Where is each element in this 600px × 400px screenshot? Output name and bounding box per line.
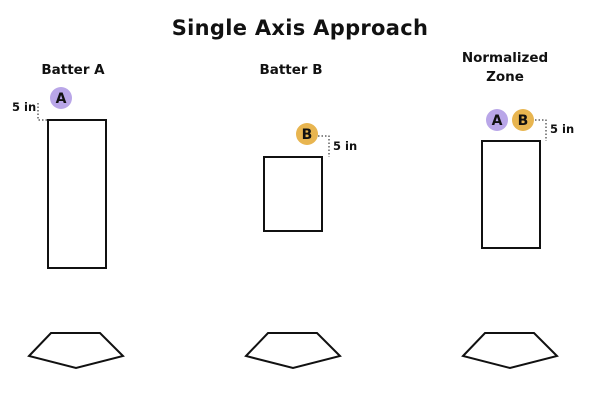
ball-marker-a-normalized <box>486 109 508 131</box>
ball-marker-a-normalized-label: A <box>492 113 503 129</box>
panel-label-batter-b: Batter B <box>259 62 323 78</box>
offset-label-normalized: 5 in <box>550 122 574 136</box>
strike-zone-normalized <box>481 140 541 249</box>
ball-marker-a-label: A <box>56 91 67 107</box>
panel-batter-a: 5 in A <box>12 87 125 370</box>
panel-label-batter-a: Batter A <box>41 62 105 78</box>
diagram-title: Single Axis Approach <box>171 16 429 40</box>
offset-label-batter-b: 5 in <box>333 139 357 153</box>
strike-zone-batter-a <box>47 119 107 269</box>
ball-marker-b-normalized <box>512 109 534 131</box>
ball-marker-b-label: B <box>302 127 313 143</box>
panel-batter-b: 5 in B <box>244 123 357 370</box>
offset-bracket-batter-a <box>37 103 48 121</box>
ball-marker-b-normalized-label: B <box>518 113 529 129</box>
home-plate-normalized <box>461 332 559 370</box>
panel-normalized-zone: 5 in A B <box>461 109 574 370</box>
offset-label-batter-a: 5 in <box>12 100 36 114</box>
offset-bracket-normalized <box>535 119 547 141</box>
ball-marker-a <box>50 87 72 109</box>
ball-marker-b <box>296 123 318 145</box>
strike-zone-batter-b <box>263 156 323 232</box>
home-plate-batter-b <box>244 332 342 370</box>
panel-label-normalized-zone: Normalized Zone <box>461 50 549 85</box>
offset-bracket-batter-b <box>318 135 330 157</box>
home-plate-batter-a <box>27 332 125 370</box>
